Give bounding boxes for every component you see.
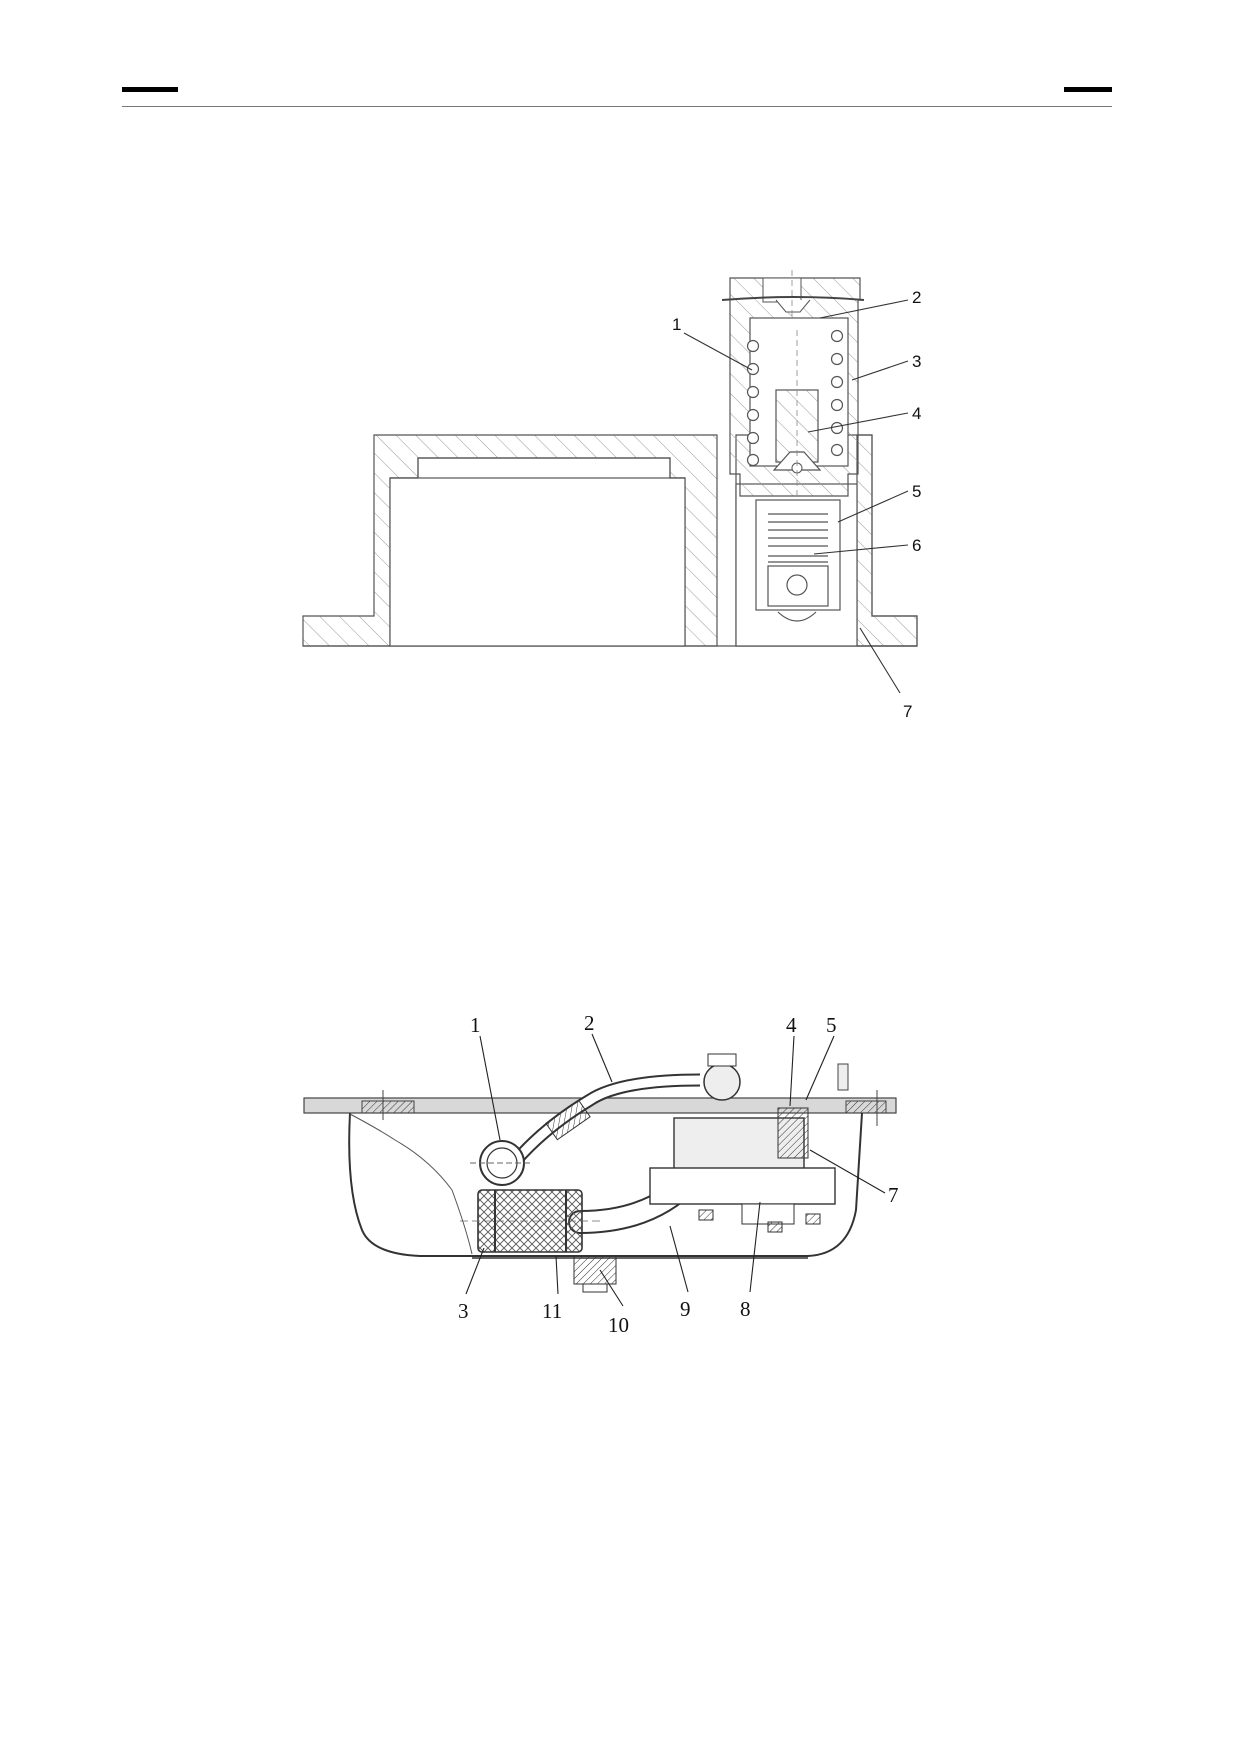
header-bar-left [122, 87, 178, 92]
callout-7: 7 [903, 702, 912, 721]
callout-8: 8 [740, 1297, 751, 1321]
callout-5: 5 [826, 1013, 837, 1037]
header-rule [122, 106, 1112, 107]
oil-pump-body [649, 1107, 836, 1233]
callout-1: 1 [672, 315, 681, 334]
callout-11: 11 [542, 1299, 562, 1323]
callout-7: 7 [888, 1183, 899, 1207]
oil-pan-assembly-diagram: 1 2 3 4 5 7 8 9 10 11 [303, 1011, 899, 1337]
oil-pan [348, 1112, 863, 1259]
drain-plug [573, 1255, 617, 1293]
callout-4: 4 [786, 1013, 797, 1037]
callout-1: 1 [470, 1013, 481, 1037]
callout-3: 3 [458, 1299, 469, 1323]
figure2-leaders [465, 1033, 886, 1307]
oil-strainer [460, 1189, 600, 1253]
callout-2: 2 [912, 288, 921, 307]
callout-2: 2 [584, 1011, 595, 1035]
callout-4: 4 [912, 404, 921, 423]
callout-6: 6 [912, 536, 921, 555]
figure1-callout-labels: 1 2 3 4 5 6 7 [672, 288, 921, 721]
figure2-callout-labels: 1 2 3 4 5 7 8 9 10 11 [458, 1011, 899, 1337]
valve-seat-stack [755, 499, 841, 622]
callout-9: 9 [680, 1297, 691, 1321]
valve-plunger [772, 330, 822, 500]
pressure-line [470, 1053, 741, 1186]
valve-spring [746, 329, 844, 467]
callout-5: 5 [912, 482, 921, 501]
header-bar-right [1064, 87, 1112, 92]
figure1-leaders [683, 299, 909, 694]
callout-3: 3 [912, 352, 921, 371]
callout-10: 10 [608, 1313, 629, 1337]
valve-cross-section-diagram: 1 2 3 4 5 6 7 [302, 270, 921, 721]
block-flange [303, 1063, 897, 1126]
